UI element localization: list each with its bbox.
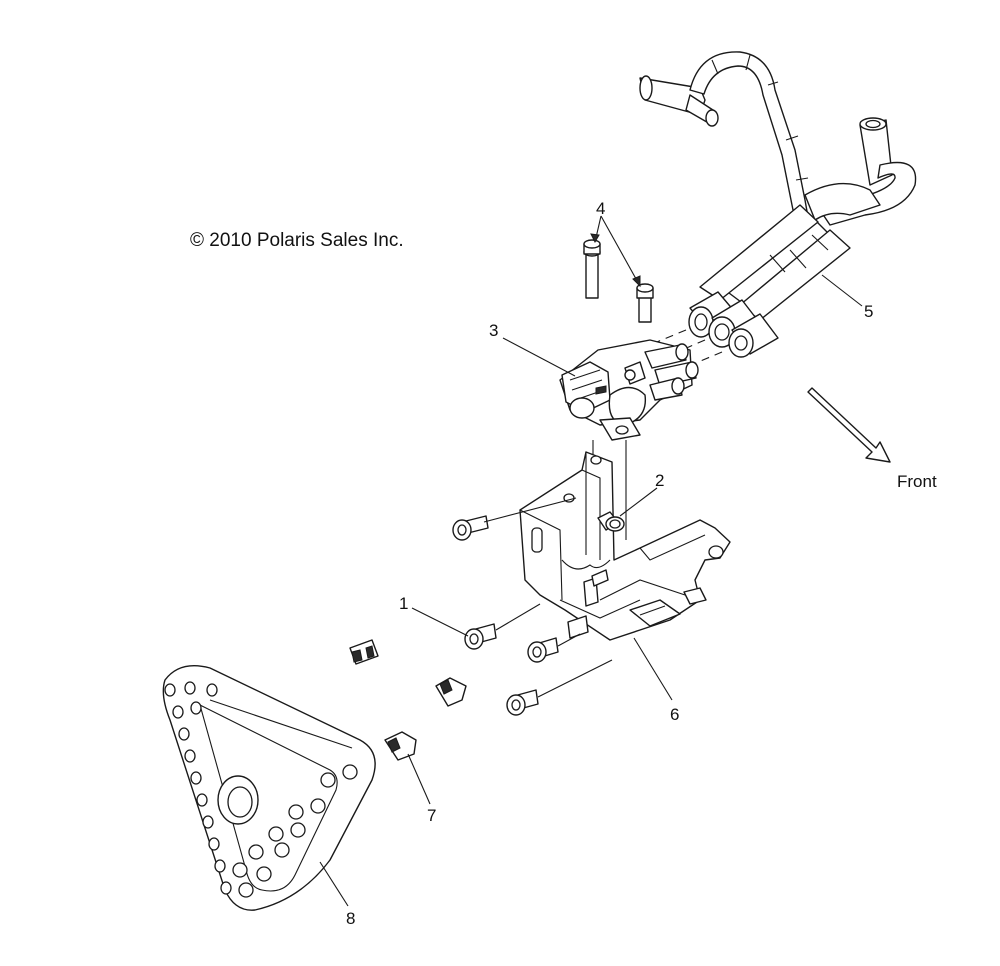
leader-5 — [821, 274, 863, 307]
leader-8 — [319, 861, 349, 907]
callout-4: 4 — [596, 199, 606, 218]
assembly-line — [483, 497, 577, 523]
leader-4b — [600, 215, 641, 287]
leader-2 — [619, 487, 658, 517]
leader-7 — [407, 753, 431, 805]
leader-3 — [502, 337, 576, 377]
mounting-bracket — [519, 451, 731, 641]
arrowhead — [632, 275, 641, 288]
assembly-line — [537, 659, 613, 698]
callout-5: 5 — [864, 302, 874, 321]
callout-2: 2 — [655, 471, 665, 490]
assembly-line — [557, 633, 581, 647]
leader-6 — [633, 637, 673, 701]
bolt-set — [452, 515, 559, 716]
arrowhead — [590, 233, 600, 244]
retainer-clips — [349, 639, 467, 761]
front-label: Front — [897, 472, 937, 491]
control-valve — [559, 339, 699, 441]
screw-pair — [583, 239, 654, 323]
copyright-text: © 2010 Polaris Sales Inc. — [190, 230, 404, 251]
assembly-line — [495, 603, 541, 631]
hose-clamp — [597, 511, 625, 532]
callout-8: 8 — [346, 909, 356, 928]
callout-7: 7 — [427, 806, 437, 825]
front-direction-arrow — [807, 387, 891, 463]
hose-assembly — [639, 51, 917, 358]
leader-1 — [411, 607, 469, 637]
callout-1: 1 — [399, 594, 409, 613]
front-guard — [162, 665, 376, 911]
callout-6: 6 — [670, 705, 680, 724]
callout-3: 3 — [489, 321, 499, 340]
